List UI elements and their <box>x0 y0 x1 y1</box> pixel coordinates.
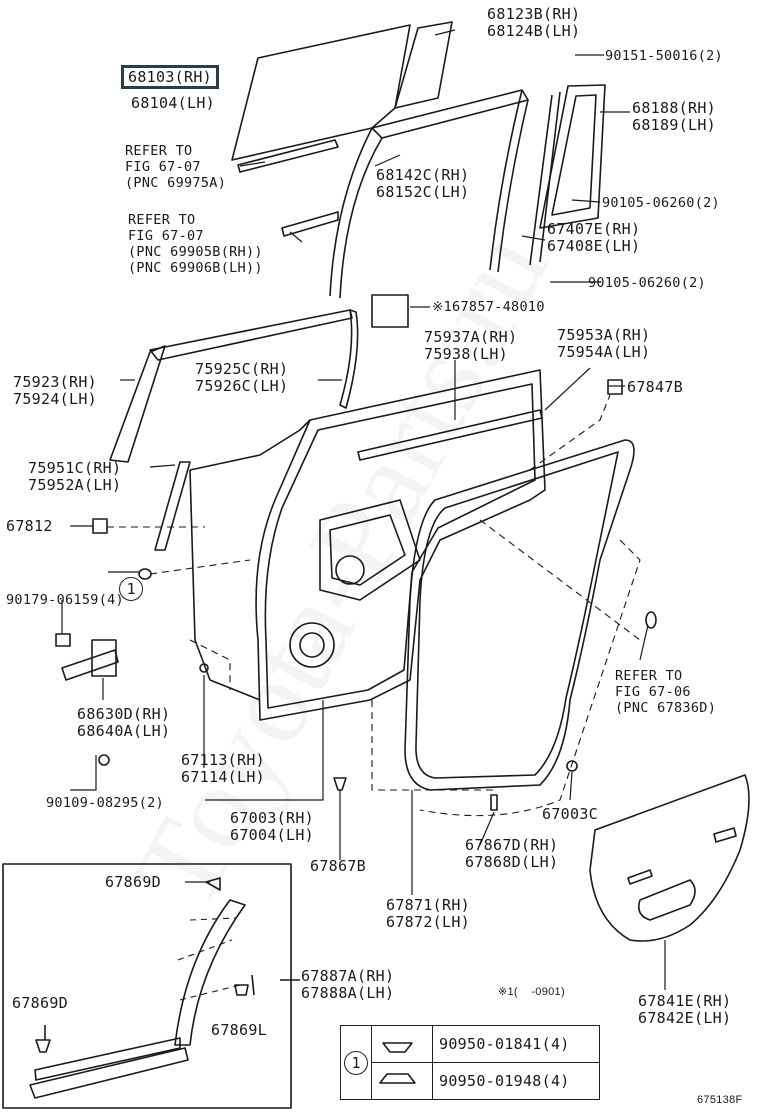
door-trim-panel <box>589 774 750 942</box>
glass-run-channel <box>371 89 529 139</box>
callout-number: 1 <box>119 577 144 601</box>
outer-belt-moulding <box>357 409 543 461</box>
table-group-cell: 1 <box>340 1025 372 1100</box>
label-68142: 68142C(RH) 68152C(LH) <box>376 166 470 201</box>
label-75923: 75923(RH) 75924(LH) <box>13 373 97 408</box>
label-refer-fig-67-06: REFER TO FIG 67-06 (PNC 67836D) <box>615 668 717 716</box>
label-67869d-left: 67869D <box>12 994 68 1012</box>
fastener-table: 1 90950-01841(4) 90950-01948(4) <box>340 1025 600 1100</box>
dashed-assembly-lines <box>107 394 641 817</box>
label-75937: 75937A(RH) 75938(LH) <box>424 328 518 363</box>
clip-67847 <box>607 379 623 395</box>
leader-lines <box>61 29 666 990</box>
scuff-plate <box>29 1047 189 1099</box>
diagram-id: 675138F <box>697 1094 743 1106</box>
division-bar <box>529 91 561 266</box>
quarter-glass <box>394 21 453 109</box>
belt-moulding-inner <box>281 211 339 237</box>
inset-box <box>2 863 292 1109</box>
label-90109: 90109-08295(2) <box>46 795 164 811</box>
clip-67812 <box>92 518 108 534</box>
label-67887: 67887A(RH) 67888A(LH) <box>301 967 395 1002</box>
door-weatherstrip <box>404 439 635 791</box>
clip-icon <box>371 1025 433 1063</box>
window-frame-moulding <box>149 309 353 361</box>
note-date-range: ※1( -0901) <box>498 986 565 998</box>
door-glass <box>231 24 411 161</box>
belt-moulding-outer <box>237 139 339 173</box>
label-68630: 68630D(RH) 68640A(LH) <box>77 705 171 740</box>
label-67869d-top: 67869D <box>105 873 161 891</box>
pad <box>371 294 409 328</box>
label-67812: 67812 <box>6 517 53 535</box>
door-outer-panel <box>255 369 546 721</box>
label-68123: 68123B(RH) 68124B(LH) <box>487 5 581 40</box>
label-90105-b: 90105-06260(2) <box>588 275 706 291</box>
door-check <box>61 649 119 681</box>
door-frame <box>189 419 311 471</box>
label-67003c: 67003C <box>542 805 598 823</box>
label-67869l: 67869L <box>211 1021 267 1039</box>
rear-door-garnish <box>154 461 191 551</box>
table-group-number: 1 <box>344 1050 368 1075</box>
pillar-garnish <box>109 345 166 463</box>
label-67113: 67113(RH) 67114(LH) <box>181 751 265 786</box>
label-68103-highlighted: 68103(RH) <box>121 65 219 89</box>
label-refer-fig-67-07-b: REFER TO FIG 67-07 (PNC 69905B(RH)) (PNC… <box>128 212 263 276</box>
arch-moulding <box>174 899 246 1046</box>
table-part-number: 90950-01841(4) <box>432 1025 600 1063</box>
label-75953: 75953A(RH) 75954A(LH) <box>557 326 651 361</box>
label-67867d: 67867D(RH) 67868D(LH) <box>465 836 559 871</box>
label-68188: 68188(RH) 68189(LH) <box>632 99 716 134</box>
label-75951: 75951C(RH) 75952A(LH) <box>28 459 122 494</box>
clip-icon <box>371 1062 433 1100</box>
label-90105-a: 90105-06260(2) <box>602 195 720 211</box>
label-67841: 67841E(RH) 67842E(LH) <box>638 992 732 1027</box>
label-refer-fig-67-07-a: REFER TO FIG 67-07 (PNC 69975A) <box>125 143 227 191</box>
label-67003: 67003(RH) 67004(LH) <box>230 809 314 844</box>
label-90151: 90151-50016(2) <box>605 48 723 64</box>
callout-1: 1 <box>82 560 144 618</box>
table-row: 1 90950-01841(4) <box>340 1025 600 1100</box>
label-90179: 90179-06159(4) <box>6 592 124 608</box>
speaker-opening <box>289 622 335 668</box>
table-part-number: 90950-01948(4) <box>432 1062 600 1100</box>
table-row: 90950-01948(4) <box>341 1062 600 1100</box>
label-68104: 68104(LH) <box>131 94 215 112</box>
label-67867b: 67867B <box>310 857 366 875</box>
label-167857: ※167857-48010 <box>432 299 545 315</box>
label-75925: 75925C(RH) 75926C(LH) <box>195 360 289 395</box>
label-67871: 67871(RH) 67872(LH) <box>386 896 470 931</box>
label-67847: 67847B <box>627 378 683 396</box>
label-67407: 67407E(RH) 67408E(LH) <box>547 220 641 255</box>
